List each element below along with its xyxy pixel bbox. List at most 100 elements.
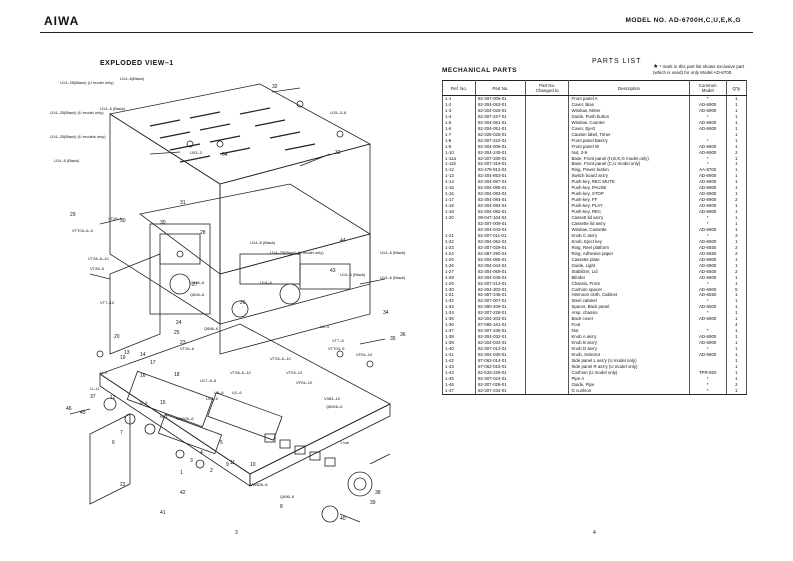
cell-part-no: 82-304-053-01 xyxy=(474,101,526,108)
cell-part-no: 82-387-245-01 xyxy=(474,292,526,299)
cell-qty: 1 xyxy=(725,351,748,358)
cell-part-no: 87-065-161-01 xyxy=(474,322,526,329)
cell-qty: 1 xyxy=(725,340,748,347)
cell-part-no: 82-533-229-01 xyxy=(474,369,526,376)
cell-part-no: 82-304-085-01 xyxy=(474,185,526,192)
cell-part-no: 82-307-028-01 xyxy=(474,381,526,388)
callout-vw626-6-a: VW626–6 xyxy=(176,416,194,421)
label-36: 36 xyxy=(400,332,406,338)
cell-part-no: 82-307-228-01 xyxy=(474,310,526,317)
cabinet-top xyxy=(108,83,372,185)
cell-part-no: 82-307-013-01 xyxy=(474,346,526,352)
model-number: MODEL NO. AD-6700H,C,U,E,K,G xyxy=(625,17,741,24)
label-30a: 30 xyxy=(160,220,166,226)
cell-part-no: 82-307-234-01 xyxy=(474,387,526,395)
label-5: 5 xyxy=(220,440,223,446)
cell-ref-no: 1-47 xyxy=(442,387,476,395)
callout-1-tub: 1 tub xyxy=(340,440,350,445)
cell-part-no: 82-304-203-01 xyxy=(474,316,526,323)
callout-u14-6-a: U14–6(Black) xyxy=(120,76,145,81)
label-31: 31 xyxy=(180,200,186,206)
cell-qty: 1 xyxy=(725,357,748,364)
note-text: * mark in this part list shows exclusive… xyxy=(653,64,745,75)
label-11: 11 xyxy=(230,460,235,466)
cell-qty: 1 xyxy=(725,256,748,263)
cell-qty: 1 xyxy=(725,221,748,227)
callout-u15-3-8: U15–3–8 xyxy=(330,110,347,115)
cell-part-no: 82-307-213-01 xyxy=(474,280,526,287)
cell-part-no: 82-304-049-01 xyxy=(474,274,526,281)
cell-part-no: 82-304-083-01 xyxy=(474,191,526,198)
cell-qty: 1 xyxy=(725,113,748,120)
cell-part-no: 87-062-015-01 xyxy=(474,363,526,370)
callout-u14-25-a: U14–25(Black) (U model only) xyxy=(60,80,114,85)
label-28: 28 xyxy=(200,230,206,236)
label-6: 6 xyxy=(112,440,115,446)
callout-u28-6: U28–6 xyxy=(206,396,219,401)
callout-vtt03-5: VTT03–5 xyxy=(328,346,345,351)
cell-part-no: 82-304-030-01 xyxy=(474,351,526,358)
callout-u14-6-g: U14–6 xyxy=(260,280,273,285)
cell-qty: 2 xyxy=(725,250,748,257)
cell-qty: 1 xyxy=(725,346,748,352)
cell-qty: 1 xyxy=(725,119,748,126)
knob-large xyxy=(347,471,373,497)
col-ref: Ref. No. xyxy=(442,80,476,96)
label-3: 3 xyxy=(190,458,193,464)
callout-vt26-6-b: VT26–6 xyxy=(180,346,195,351)
cell-part-no: 82-304-084-01 xyxy=(474,197,526,204)
cell-qty: 1 xyxy=(725,125,748,132)
cell-common-model: * xyxy=(688,387,727,395)
cell-qty: 5 xyxy=(725,286,748,293)
cell-part-no: 82-307-011-01 xyxy=(474,232,526,239)
mechanical-parts-title: MECHANICAL PARTS xyxy=(442,67,517,74)
callout-u14-25-c: U14–25(Black) (U models only) xyxy=(50,134,106,139)
cell-qty: 1 xyxy=(725,203,748,210)
cell-qty: 1 xyxy=(725,363,748,370)
label-4: 4 xyxy=(200,450,203,456)
label-8: 8 xyxy=(280,504,283,510)
label-23: 23 xyxy=(180,340,186,346)
cell-qty: 1 xyxy=(725,179,748,186)
callout-u-11: U–11 xyxy=(90,386,100,391)
label-25: 25 xyxy=(174,330,180,336)
callout-vf04-10-a: VF04–10 xyxy=(356,352,373,357)
header-rule xyxy=(40,32,753,33)
exploded-view-diagram: 32 33 34 35 36 64 44 43 26 28 30 30 31 2… xyxy=(50,76,406,523)
cell-part-no: 82-307-024-01 xyxy=(474,375,526,382)
callout-u14-25-d: U14–25(Black) (U model only) xyxy=(270,250,324,255)
label-7: 7 xyxy=(120,430,123,436)
label-24: 24 xyxy=(176,320,182,326)
page-number-left: 3 xyxy=(235,530,238,536)
label-14: 14 xyxy=(140,352,146,358)
label-1: 1 xyxy=(180,470,183,476)
callout-vt7-5: VT7–5 xyxy=(332,338,345,343)
cell-qty: 1 xyxy=(725,238,748,245)
star-icon: ★ xyxy=(653,64,659,70)
cell-qty: 1 xyxy=(725,369,748,376)
callout-u-3-b: U–3 xyxy=(140,400,148,405)
front-frame xyxy=(109,253,161,355)
label-32: 32 xyxy=(272,84,278,90)
cell-part-no: 82-304-853-01 xyxy=(474,173,526,180)
label-35: 35 xyxy=(390,336,396,342)
